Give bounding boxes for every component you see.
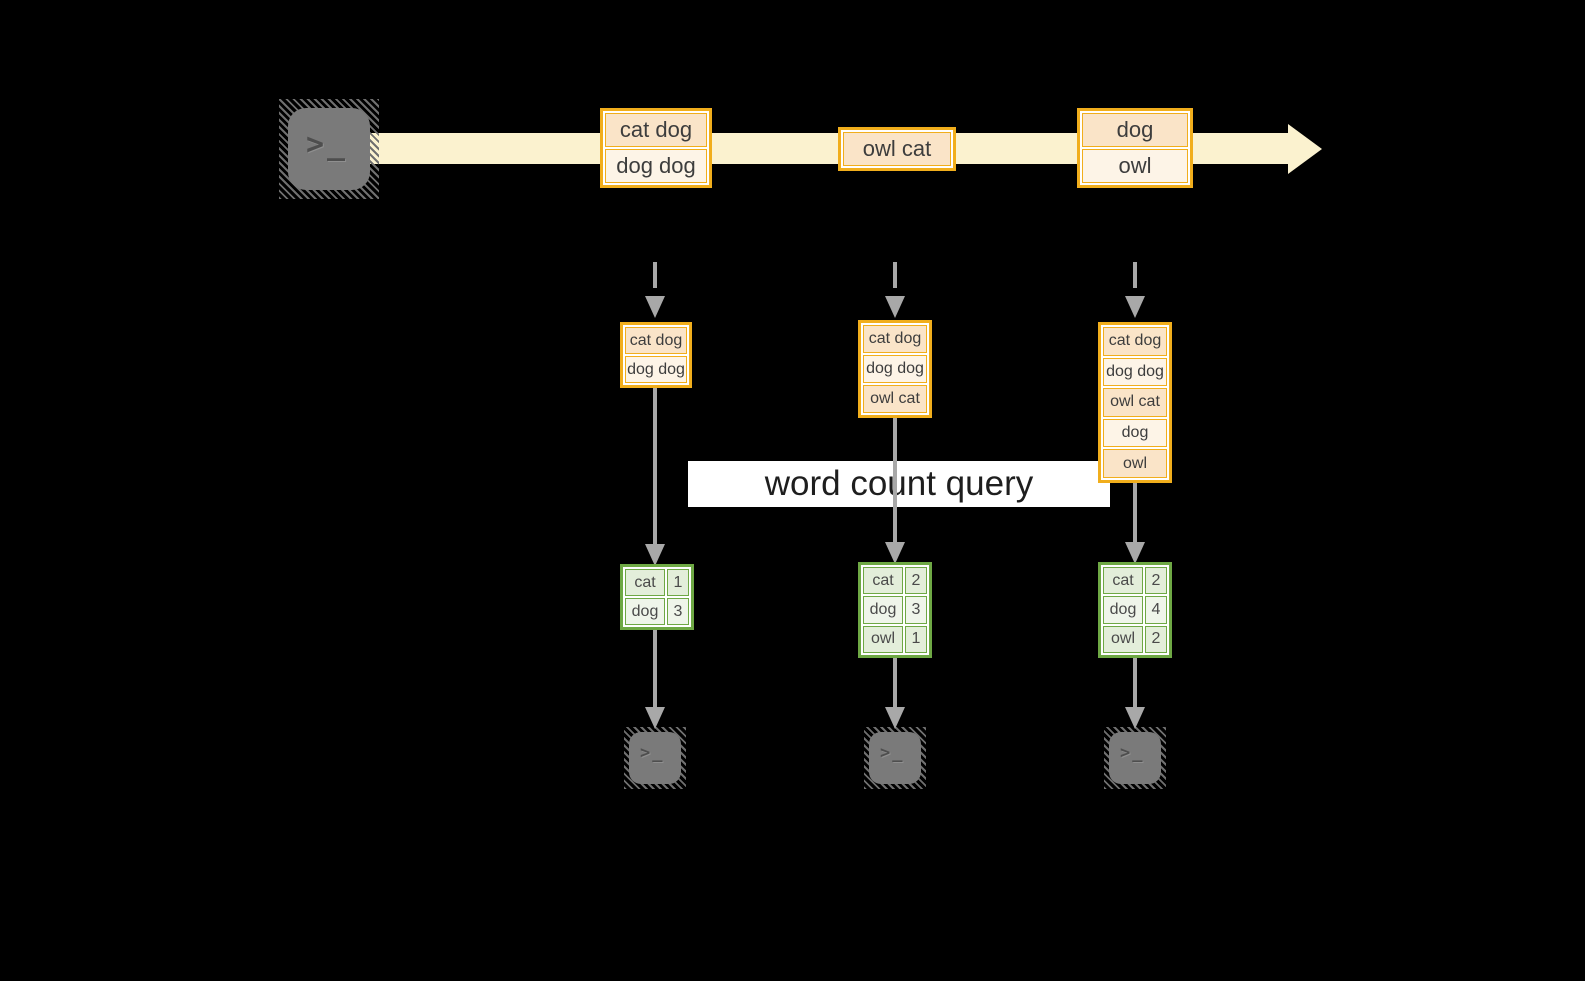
count-cell: 2 xyxy=(1145,567,1167,595)
record-row: owl cat xyxy=(1103,388,1167,417)
record-row: owl xyxy=(1103,449,1167,478)
flow-arrow-segment xyxy=(1133,658,1137,707)
flow-arrow-segment xyxy=(893,658,897,707)
sink-terminal-icon-1: >_ xyxy=(624,727,686,789)
terminal-screen: >_ xyxy=(288,108,370,190)
dashed-arrow-segment xyxy=(1133,262,1137,288)
record-row: cat dog xyxy=(625,327,687,354)
dashed-arrowhead-icon xyxy=(645,296,665,318)
record-row: dog xyxy=(1103,418,1167,448)
record-row: cat dog xyxy=(1103,327,1167,356)
stream-event-box-2: owl cat xyxy=(838,127,956,171)
dashed-arrow-segment xyxy=(893,262,897,288)
record-row: owl xyxy=(1082,149,1188,183)
count-cell: 3 xyxy=(905,596,927,624)
flow-arrowhead-icon xyxy=(885,707,905,729)
count-cell: 2 xyxy=(905,567,927,595)
flow-arrow-segment xyxy=(893,418,897,542)
dashed-arrowhead-icon xyxy=(1125,296,1145,318)
flow-arrow-segment xyxy=(1133,483,1137,542)
terminal-prompt-icon: >_ xyxy=(640,743,665,763)
terminal-screen: >_ xyxy=(869,732,921,784)
terminal-prompt-icon: >_ xyxy=(880,743,905,763)
record-row: cat dog xyxy=(863,325,927,353)
flow-arrowhead-icon xyxy=(645,544,665,566)
flow-arrow-segment xyxy=(653,388,657,544)
count-cell: 2 xyxy=(1145,625,1167,653)
dashed-arrowhead-icon xyxy=(885,296,905,318)
word-cell: dog xyxy=(625,598,665,625)
flow-arrowhead-icon xyxy=(645,707,665,729)
record-row: dog dog xyxy=(863,355,927,383)
record-row: dog dog xyxy=(605,149,707,183)
flow-arrowhead-icon xyxy=(1125,707,1145,729)
record-row: owl cat xyxy=(843,132,951,166)
record-row: dog dog xyxy=(1103,357,1167,387)
word-cell: dog xyxy=(863,596,903,624)
word-cell: dog xyxy=(1103,596,1143,624)
stream-band-arrowhead-icon xyxy=(1288,124,1322,174)
terminal-prompt-icon: >_ xyxy=(306,127,349,162)
dashed-arrow-segment xyxy=(653,262,657,288)
terminal-prompt-icon: >_ xyxy=(1120,743,1145,763)
count-cell: 1 xyxy=(667,569,689,596)
query-label: word count query xyxy=(688,461,1110,507)
flow-arrowhead-icon xyxy=(1125,542,1145,564)
word-cell: cat xyxy=(625,569,665,596)
record-row: dog dog xyxy=(625,356,687,383)
flow-arrowhead-icon xyxy=(885,542,905,564)
flow-arrow-segment xyxy=(653,630,657,707)
sink-terminal-icon-2: >_ xyxy=(864,727,926,789)
record-row: owl cat xyxy=(863,385,927,413)
word-cell: owl xyxy=(1103,625,1143,653)
count-cell: 4 xyxy=(1145,596,1167,624)
word-cell: cat xyxy=(863,567,903,595)
count-cell: 1 xyxy=(905,625,927,653)
word-cell: owl xyxy=(863,625,903,653)
terminal-screen: >_ xyxy=(629,732,681,784)
record-row: cat dog xyxy=(605,113,707,147)
record-row: dog xyxy=(1082,113,1188,147)
count-cell: 3 xyxy=(667,598,689,625)
word-cell: cat xyxy=(1103,567,1143,595)
source-terminal-icon: >_ xyxy=(279,99,379,199)
terminal-screen: >_ xyxy=(1109,732,1161,784)
sink-terminal-icon-3: >_ xyxy=(1104,727,1166,789)
